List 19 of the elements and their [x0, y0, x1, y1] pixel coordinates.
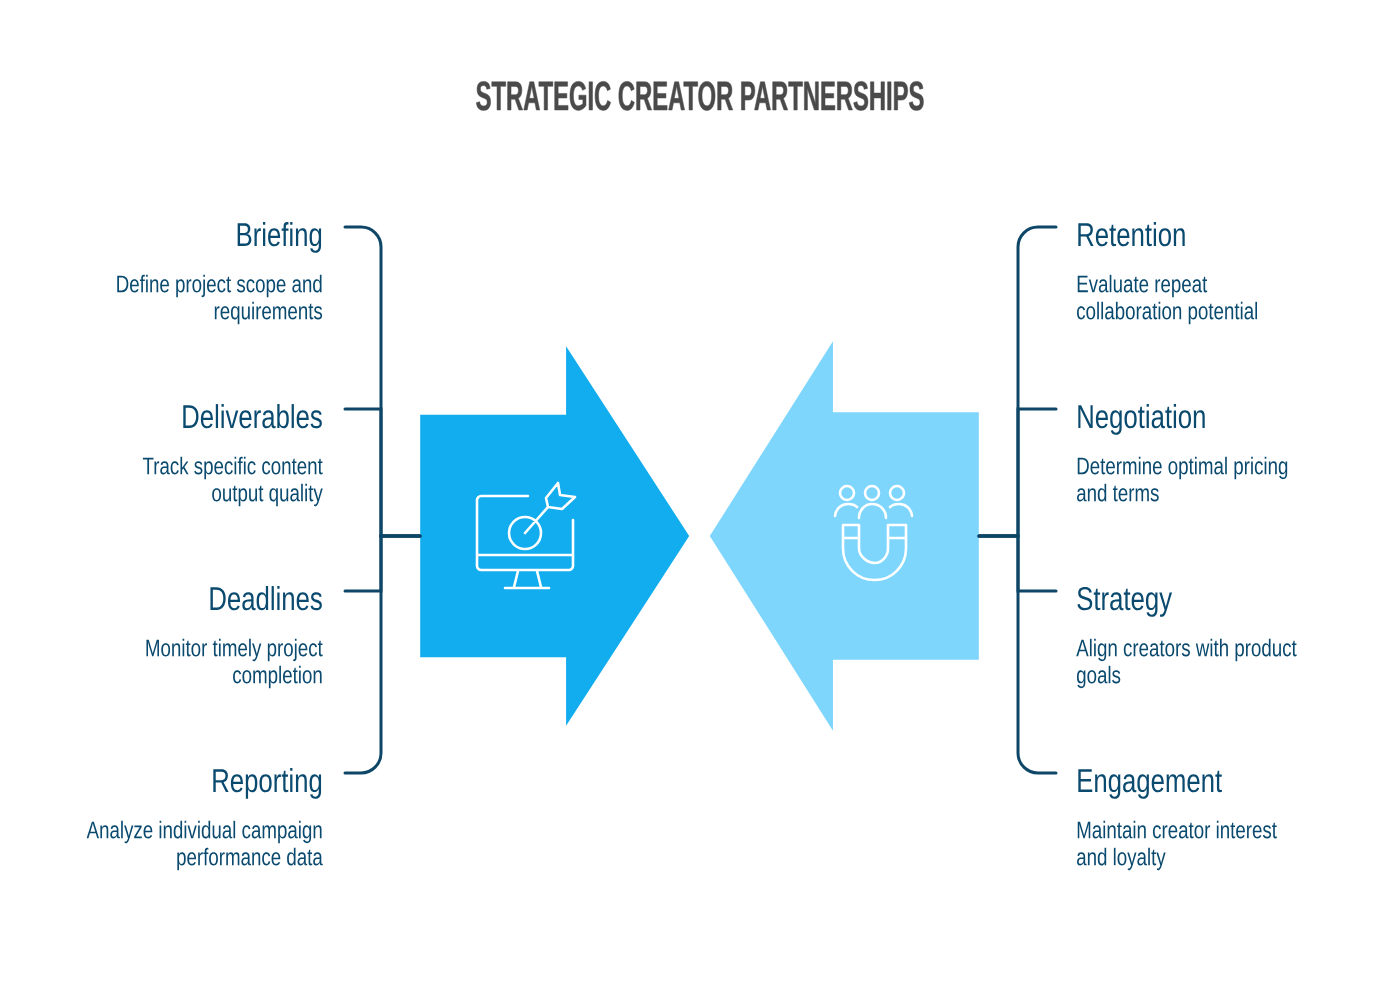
item-heading: Deadlines: [210, 586, 322, 611]
bracket-connector: [343, 534, 422, 775]
item-heading: Strategy: [1077, 586, 1172, 617]
item-description: Maintain creator interest and loyalty: [1077, 820, 1277, 871]
item-heading: Briefing: [237, 222, 322, 253]
item-description: Define project scope and requirements: [117, 274, 323, 325]
item-description: Align creators with product goals: [1076, 638, 1297, 689]
bracket-connector: [977, 534, 1058, 775]
title: STRATEGIC CREATOR PARTNERSHIPS: [476, 81, 924, 111]
item-description: Analyze individual campaign performance data: [86, 820, 323, 871]
item-heading: Negotiation: [1078, 404, 1205, 435]
item-heading: Retention: [1078, 222, 1185, 247]
item-description: Monitor timely project completion: [146, 638, 323, 689]
item-heading: Deliverables: [183, 404, 322, 429]
item-description: Evaluate repeat collaboration potential: [1077, 274, 1257, 325]
item-description: Determine optimal pricing and terms: [1077, 456, 1288, 502]
item-description: Track specific content output quality: [142, 456, 323, 507]
item-heading: Engagement: [1078, 769, 1222, 799]
item-heading: Reporting: [213, 768, 322, 799]
